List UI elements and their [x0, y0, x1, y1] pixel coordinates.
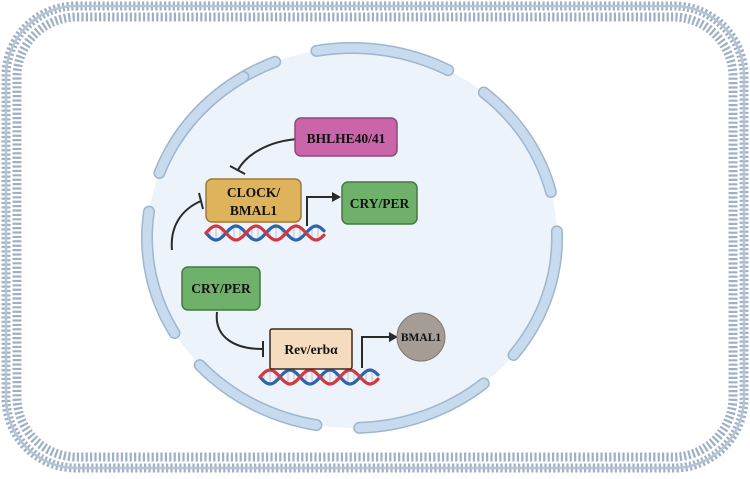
cry-per-label-left: CRY/PER: [191, 281, 251, 296]
nuclear-envelope-segment: [142, 207, 179, 338]
rev-erb-node: Rev/erbα: [269, 328, 353, 370]
dna-helix-reverb: [258, 368, 380, 386]
inhibition-cryper-to-reverb: [215, 311, 264, 357]
nuclear-envelope-segment: [509, 226, 562, 360]
bhlhe40-41-label: BHLHE40/41: [307, 131, 386, 146]
nuclear-envelope-segment: [311, 43, 453, 75]
activation-clock-to-cryper: [306, 192, 341, 226]
dna-helix-clock: [204, 224, 326, 242]
nuclear-envelope: [141, 42, 563, 434]
nuclear-envelope-segment: [195, 360, 321, 430]
clock-label: CLOCK/: [227, 185, 281, 200]
cry-per-node-top: CRY/PER: [341, 181, 418, 225]
bmal1-node: BMAL1: [396, 312, 446, 362]
clock-bmal1-node: CLOCK/ BMAL1: [205, 178, 302, 223]
activation-reverb-to-bmal1: [361, 332, 398, 368]
nuclear-envelope-segment: [479, 88, 556, 197]
cry-per-node-left: CRY/PER: [181, 266, 261, 311]
dna-strand: [258, 368, 380, 386]
cry-per-label-top: CRY/PER: [350, 196, 410, 211]
dna-strand: [204, 224, 326, 242]
bmal1-label-in-complex: BMAL1: [230, 203, 278, 218]
inhibition-bhlhe-to-clock: [229, 138, 299, 175]
nucleus: [141, 42, 563, 434]
nuclear-envelope-segment: [154, 72, 248, 178]
inhibition-cryper-to-clock: [170, 192, 204, 251]
bhlhe40-41-node: BHLHE40/41: [294, 117, 398, 157]
bmal1-label: BMAL1: [401, 332, 442, 344]
rev-erb-label: Rev/erbα: [284, 342, 338, 357]
nuclear-envelope-segment: [354, 379, 489, 433]
